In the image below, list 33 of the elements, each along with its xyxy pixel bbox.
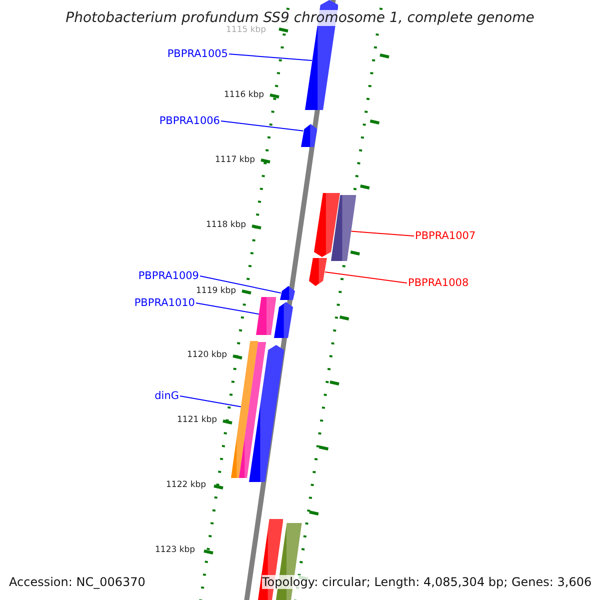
scale-label: 1118 kbp: [206, 220, 246, 230]
scale-label: 1120 kbp: [187, 350, 228, 360]
scale-label: 1117 kbp: [215, 155, 256, 165]
leader-line: [324, 272, 408, 284]
leader-line: [196, 302, 260, 315]
gene-label: PBPRA1005: [167, 48, 228, 60]
scale-label: 1119 kbp: [196, 286, 236, 296]
leader-line: [200, 276, 282, 294]
gene-feature: [231, 341, 258, 478]
gene-feature: [331, 195, 356, 261]
gene-label: PBPRA1008: [408, 277, 469, 289]
scale-label: 1122 kbp: [166, 480, 206, 490]
gene-label: PBPRA1010: [134, 297, 195, 309]
gene-feature: [239, 342, 266, 478]
scale-label: 1116 kbp: [224, 90, 264, 100]
leader-line: [350, 230, 414, 236]
scale-label: 1121 kbp: [177, 415, 218, 425]
footer-text: Accession: NC_006370: [9, 575, 146, 589]
leader-line: [180, 396, 242, 408]
gene-label: PBPRA1009: [138, 270, 199, 282]
scale-label: 1115 kbp: [226, 25, 266, 35]
gene-feature: [249, 345, 284, 482]
scale-label: 1123 kbp: [155, 545, 196, 555]
gene-feature: [309, 258, 327, 286]
leader-line: [228, 54, 312, 61]
gene-feature: [301, 124, 318, 147]
gene-label: dinG: [154, 390, 179, 402]
gene-label: PBPRA1007: [415, 230, 476, 242]
gene-feature: [280, 286, 295, 300]
gene-feature: [274, 302, 294, 338]
gene-feature: [256, 297, 276, 335]
leader-line: [220, 120, 304, 132]
gene-label: PBPRA1006: [159, 115, 220, 127]
